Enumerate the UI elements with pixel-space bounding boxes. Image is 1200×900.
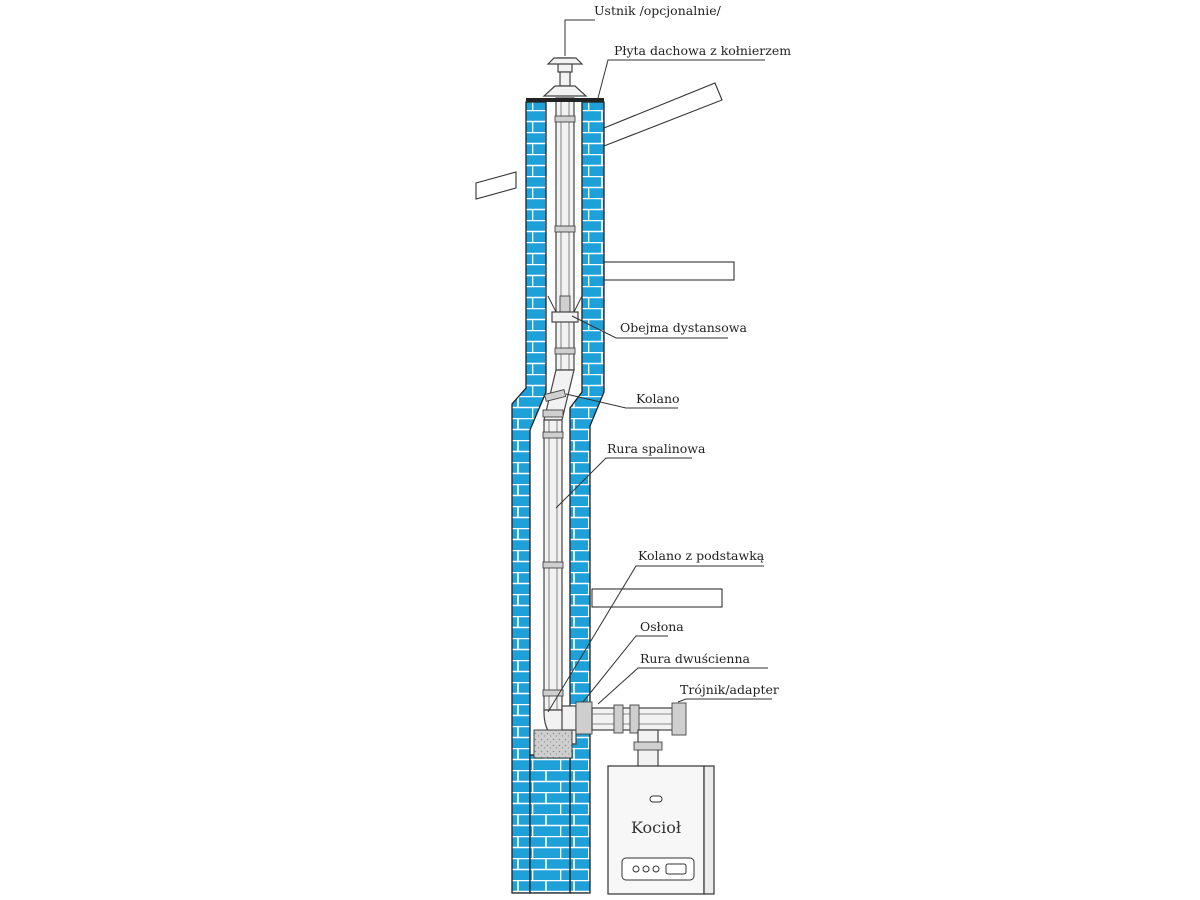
labels: Ustnik /opcjonalnie/ Płyta dachowa z koł… <box>594 3 791 697</box>
label-elbow: Kolano <box>636 391 680 406</box>
leader-lines <box>547 19 772 713</box>
label-double-wall-pipe: Rura dwuścienna <box>640 651 751 666</box>
chimney-right-wall <box>569 101 605 894</box>
ceiling-slab-upper <box>603 261 735 281</box>
concrete-support <box>533 729 573 759</box>
boiler: Kocioł <box>607 765 715 895</box>
flue-pipe-assembly <box>533 97 583 759</box>
double-wall-connection <box>561 701 687 769</box>
label-cover: Osłona <box>640 619 684 634</box>
roof-plate <box>526 85 604 102</box>
label-flue-pipe: Rura spalinowa <box>607 441 706 456</box>
boiler-label: Kocioł <box>631 818 681 837</box>
control-panel-icon <box>621 857 695 881</box>
label-tee-adapter: Trójnik/adapter <box>680 682 779 697</box>
label-roof-plate: Płyta dachowa z kołnierzem <box>614 43 791 58</box>
label-elbow-with-base: Kolano z podstawką <box>638 548 765 563</box>
chimney-cap <box>546 57 584 87</box>
spacer-clamp <box>547 295 583 323</box>
label-spacer-clamp: Obejma dystansowa <box>620 320 747 335</box>
brick-chimney <box>511 101 605 894</box>
label-cap: Ustnik /opcjonalnie/ <box>594 3 722 18</box>
ceiling-slab-lower <box>591 588 723 608</box>
chimney-base <box>529 754 571 894</box>
